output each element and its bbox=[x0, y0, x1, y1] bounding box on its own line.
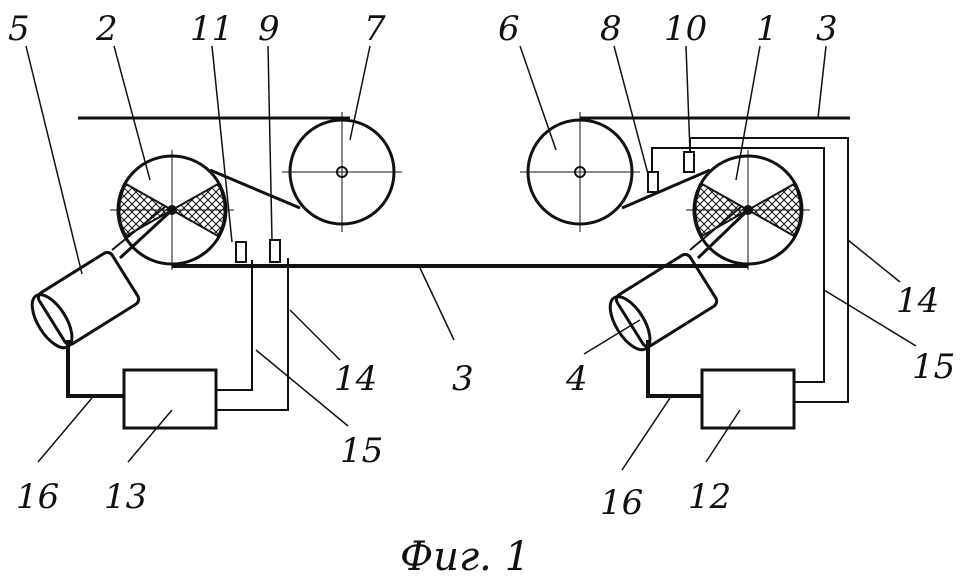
label-9: 9 bbox=[258, 9, 280, 49]
wire-15-right bbox=[651, 147, 825, 383]
label-15-left: 15 bbox=[340, 431, 383, 471]
sensor-9 bbox=[269, 239, 281, 263]
label-15-right: 15 bbox=[912, 347, 955, 387]
label-6: 6 bbox=[498, 9, 520, 49]
idler-pulley-7 bbox=[282, 112, 402, 232]
label-13: 13 bbox=[104, 477, 147, 517]
label-3-top: 3 bbox=[816, 9, 838, 49]
wire-14-left bbox=[216, 260, 253, 391]
reel-1 bbox=[686, 150, 810, 270]
sensor-10 bbox=[683, 151, 695, 173]
controller-12 bbox=[700, 368, 796, 430]
controller-13 bbox=[122, 368, 218, 430]
idler-pulley-6 bbox=[520, 112, 640, 232]
label-4: 4 bbox=[565, 359, 588, 399]
figure-caption: Фиг. 1 bbox=[400, 534, 530, 580]
label-7: 7 bbox=[364, 9, 386, 49]
motor-5 bbox=[30, 250, 141, 350]
wire-16-left bbox=[66, 340, 124, 398]
label-14-right: 14 bbox=[896, 281, 939, 321]
label-1: 1 bbox=[756, 9, 778, 49]
wire-16-right bbox=[646, 340, 702, 398]
sensor-8 bbox=[647, 171, 659, 193]
wire-15-left bbox=[216, 258, 289, 411]
reel-2 bbox=[110, 150, 234, 270]
label-14-left: 14 bbox=[334, 359, 377, 399]
label-10: 10 bbox=[664, 9, 707, 49]
sensor-11 bbox=[235, 241, 247, 263]
label-2: 2 bbox=[95, 9, 118, 49]
label-16-left: 16 bbox=[16, 477, 59, 517]
motor-4 bbox=[608, 252, 719, 352]
label-8: 8 bbox=[600, 9, 622, 49]
label-5: 5 bbox=[8, 9, 30, 49]
label-11: 11 bbox=[190, 9, 233, 49]
label-16-right: 16 bbox=[600, 483, 643, 523]
label-12: 12 bbox=[688, 477, 731, 517]
label-3-mid: 3 bbox=[452, 359, 474, 399]
